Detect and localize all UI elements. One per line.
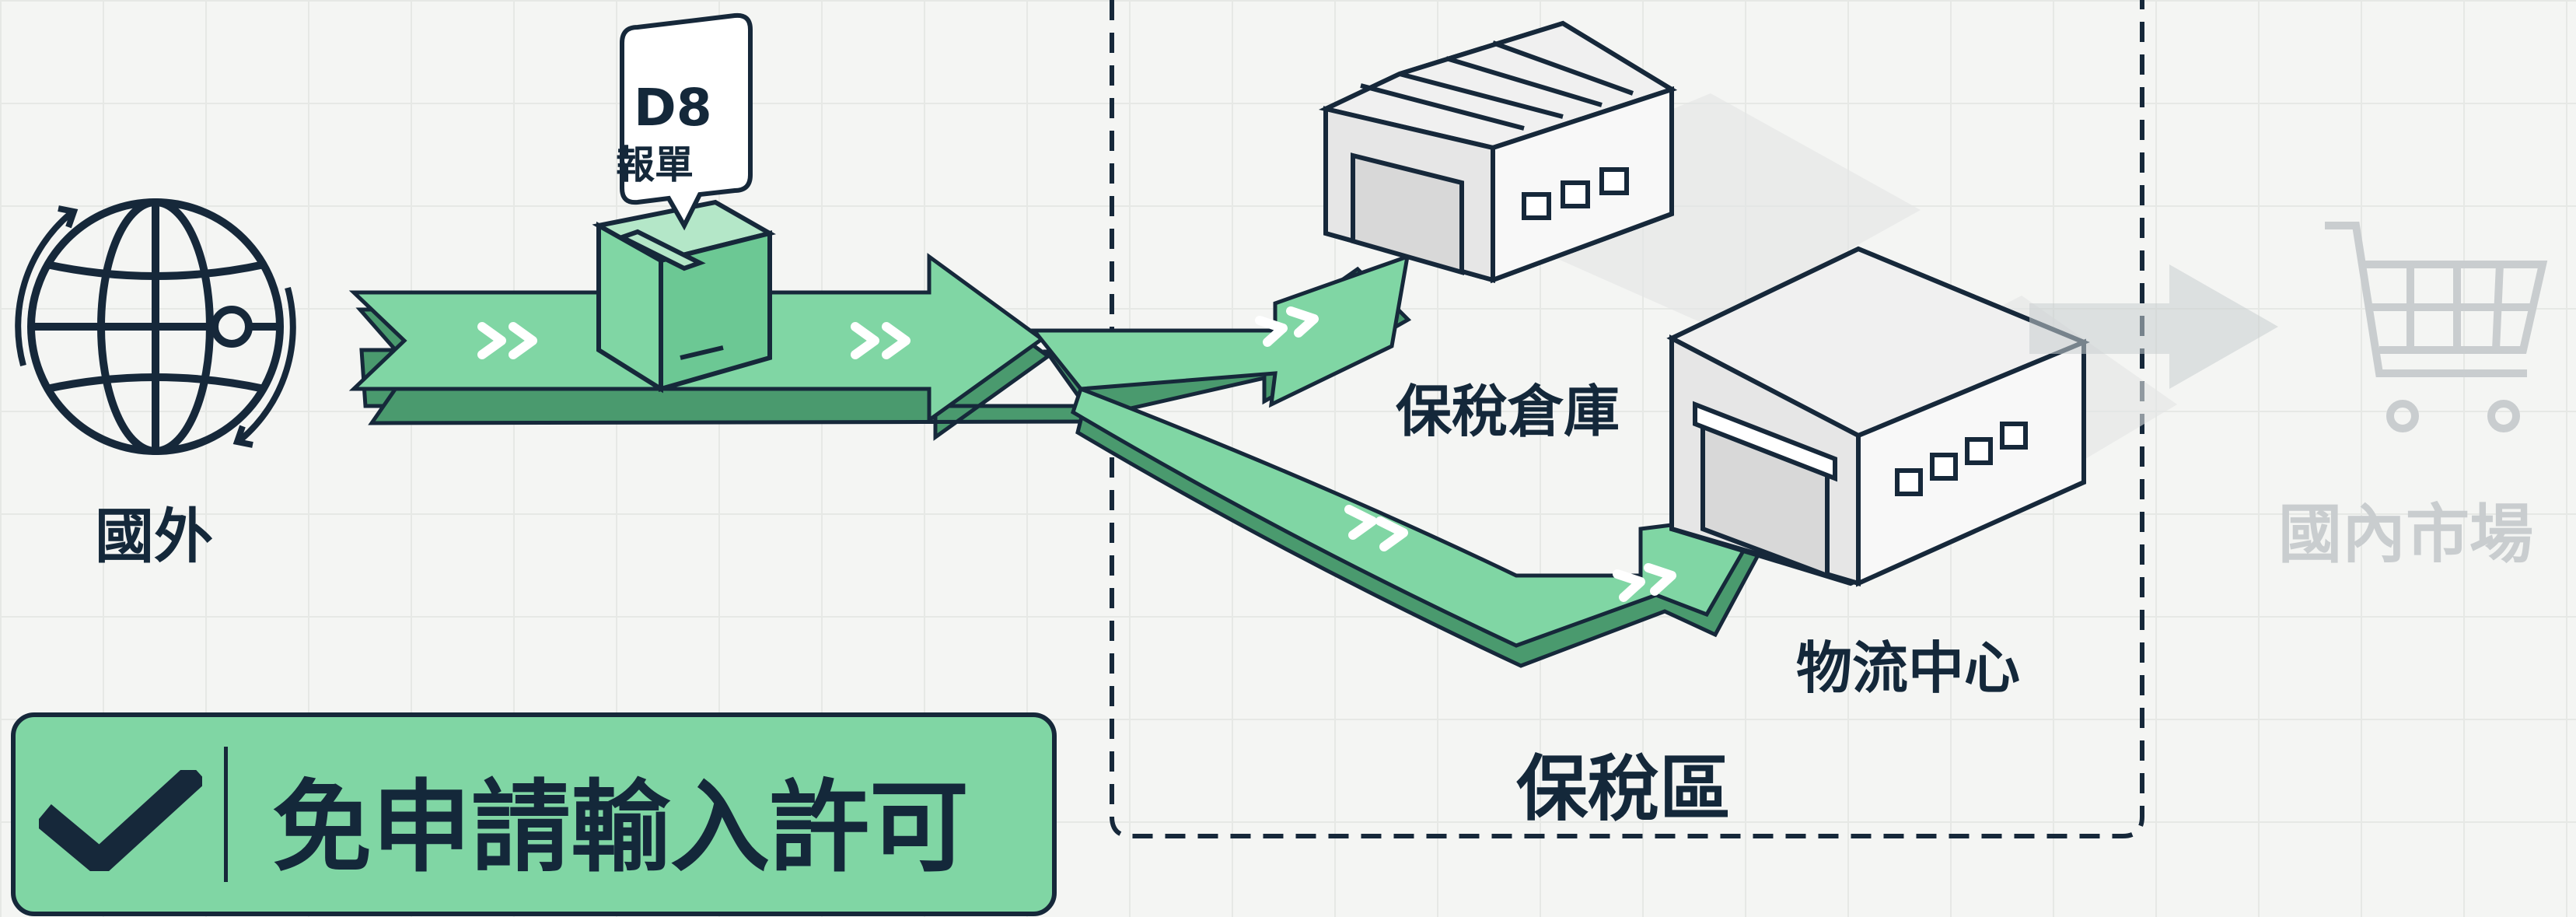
- document-name: 報單: [616, 142, 694, 187]
- faded-arrow: [2029, 264, 2278, 389]
- domestic-market-label: 國內市場: [2278, 498, 2534, 572]
- document-code: D8: [634, 78, 712, 138]
- document-icon: [620, 12, 753, 231]
- abroad-label: 國外: [95, 502, 213, 571]
- logistics-center-label: 物流中心: [1796, 635, 2021, 701]
- package-box-icon: [592, 199, 776, 394]
- bonded-zone-label: 保稅區: [1516, 747, 1732, 831]
- badge-text: 免申請輸入許可: [272, 770, 970, 886]
- branch-arrow-logistics: [1070, 386, 1774, 668]
- warehouse-icon: [1318, 20, 1921, 327]
- shopping-cart-icon: [2325, 222, 2548, 432]
- bonded-warehouse-label: 保稅倉庫: [1396, 379, 1620, 444]
- globe-icon: [15, 198, 296, 455]
- bonded-zone-boundary: [1110, 0, 2144, 838]
- permit-exemption-badge: [11, 712, 1057, 916]
- chevron-double-icon: [477, 306, 1676, 602]
- checkmark-icon: [39, 770, 202, 871]
- badge-divider: [224, 747, 228, 882]
